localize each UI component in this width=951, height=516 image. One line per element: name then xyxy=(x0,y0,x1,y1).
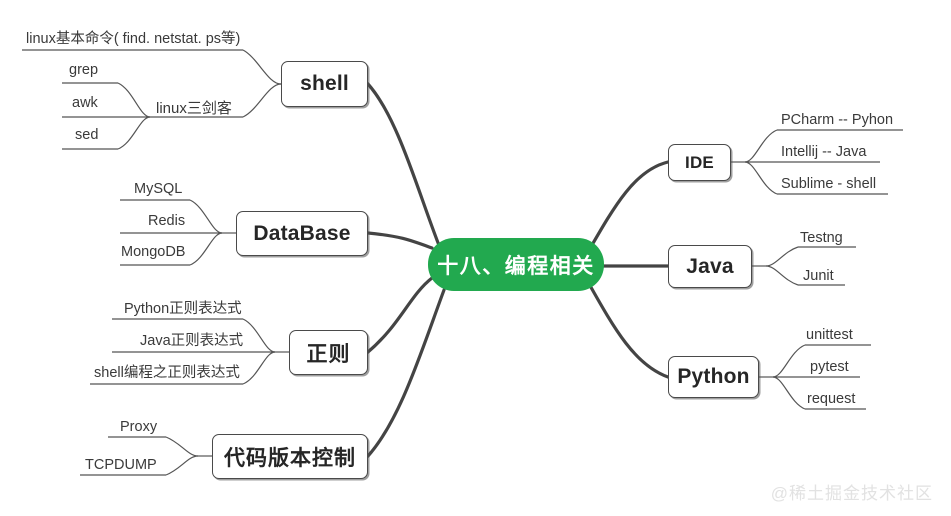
center-node[interactable]: 十八、编程相关 xyxy=(428,238,604,291)
branch-node-ide-label: IDE xyxy=(685,152,714,172)
leaf-label: Testng xyxy=(800,230,843,246)
leaf-label: Proxy xyxy=(120,419,158,435)
leaf-label: linux三剑客 xyxy=(156,100,232,117)
branch-node-vcs-label: 代码版本控制 xyxy=(224,446,356,470)
leaf-label: MySQL xyxy=(134,181,183,197)
branch-node-vcs[interactable]: 代码版本控制 xyxy=(212,434,368,479)
branch-node-shell[interactable]: shell xyxy=(281,61,368,107)
leaf-shell-awk[interactable]: awk xyxy=(72,96,98,111)
leaf-database-redis[interactable]: Redis xyxy=(148,214,185,229)
leaf-shell-sed[interactable]: sed xyxy=(75,128,98,143)
branch-node-python[interactable]: Python xyxy=(668,356,759,398)
leaf-label: request xyxy=(807,391,856,407)
leaf-database-mongodb[interactable]: MongoDB xyxy=(121,245,185,260)
leaf-label: TCPDUMP xyxy=(85,457,157,473)
leaf-shell-linux-three-swords[interactable]: linux三剑客 xyxy=(156,101,232,116)
leaf-label: shell编程之正则表达式 xyxy=(94,365,240,381)
branch-node-regex[interactable]: 正则 xyxy=(289,330,368,375)
branch-node-database[interactable]: DataBase xyxy=(236,211,368,256)
leaf-label: Java正则表达式 xyxy=(140,333,244,349)
leaf-regex-shell[interactable]: shell编程之正则表达式 xyxy=(94,366,240,381)
branch-node-java-label: Java xyxy=(686,254,734,278)
leaf-label: Python正则表达式 xyxy=(124,301,242,317)
leaf-label: unittest xyxy=(806,327,853,343)
leaf-label: grep xyxy=(69,62,99,78)
branch-node-python-label: Python xyxy=(677,365,750,388)
leaf-java-junit[interactable]: Junit xyxy=(803,269,834,284)
leaf-label: Intellij -- Java xyxy=(781,144,867,160)
leaf-label: linux基本命令( find. netstat. ps等) xyxy=(26,31,241,47)
leaf-label: pytest xyxy=(810,359,849,375)
leaf-regex-java[interactable]: Java正则表达式 xyxy=(140,334,243,349)
branch-node-shell-label: shell xyxy=(300,72,349,95)
leaf-vcs-tcpdump[interactable]: TCPDUMP xyxy=(85,458,157,473)
branch-node-ide[interactable]: IDE xyxy=(668,144,731,181)
leaf-label: MongoDB xyxy=(121,244,186,260)
branch-node-database-label: DataBase xyxy=(253,221,351,245)
leaf-label: Sublime - shell xyxy=(781,176,877,192)
leaf-ide-sublime[interactable]: Sublime - shell xyxy=(781,177,876,192)
leaf-java-testng[interactable]: Testng xyxy=(800,231,843,246)
leaf-python-unittest[interactable]: unittest xyxy=(806,328,853,343)
leaf-ide-intellij[interactable]: Intellij -- Java xyxy=(781,145,866,160)
leaf-label: awk xyxy=(72,95,98,111)
center-node-label: 十八、编程相关 xyxy=(437,254,595,278)
leaf-label: Redis xyxy=(148,213,186,229)
leaf-label: PCharm -- Pyhon xyxy=(781,112,894,128)
leaf-regex-python[interactable]: Python正则表达式 xyxy=(124,302,242,317)
leaf-label: Junit xyxy=(803,268,834,284)
leaf-ide-pycharm[interactable]: PCharm -- Pyhon xyxy=(781,113,893,128)
leaf-python-request[interactable]: request xyxy=(807,392,855,407)
watermark: @稀土掘金技术社区 xyxy=(770,484,933,503)
branch-node-java[interactable]: Java xyxy=(668,245,752,288)
leaf-database-mysql[interactable]: MySQL xyxy=(134,182,182,197)
leaf-shell-grep[interactable]: grep xyxy=(69,63,98,78)
leaf-label: sed xyxy=(75,127,99,143)
branch-node-regex-label: 正则 xyxy=(306,342,351,366)
leaf-python-pytest[interactable]: pytest xyxy=(810,360,849,375)
leaf-vcs-proxy[interactable]: Proxy xyxy=(120,420,157,435)
leaf-shell-linux-basic-commands[interactable]: linux基本命令( find. netstat. ps等) xyxy=(26,32,240,47)
